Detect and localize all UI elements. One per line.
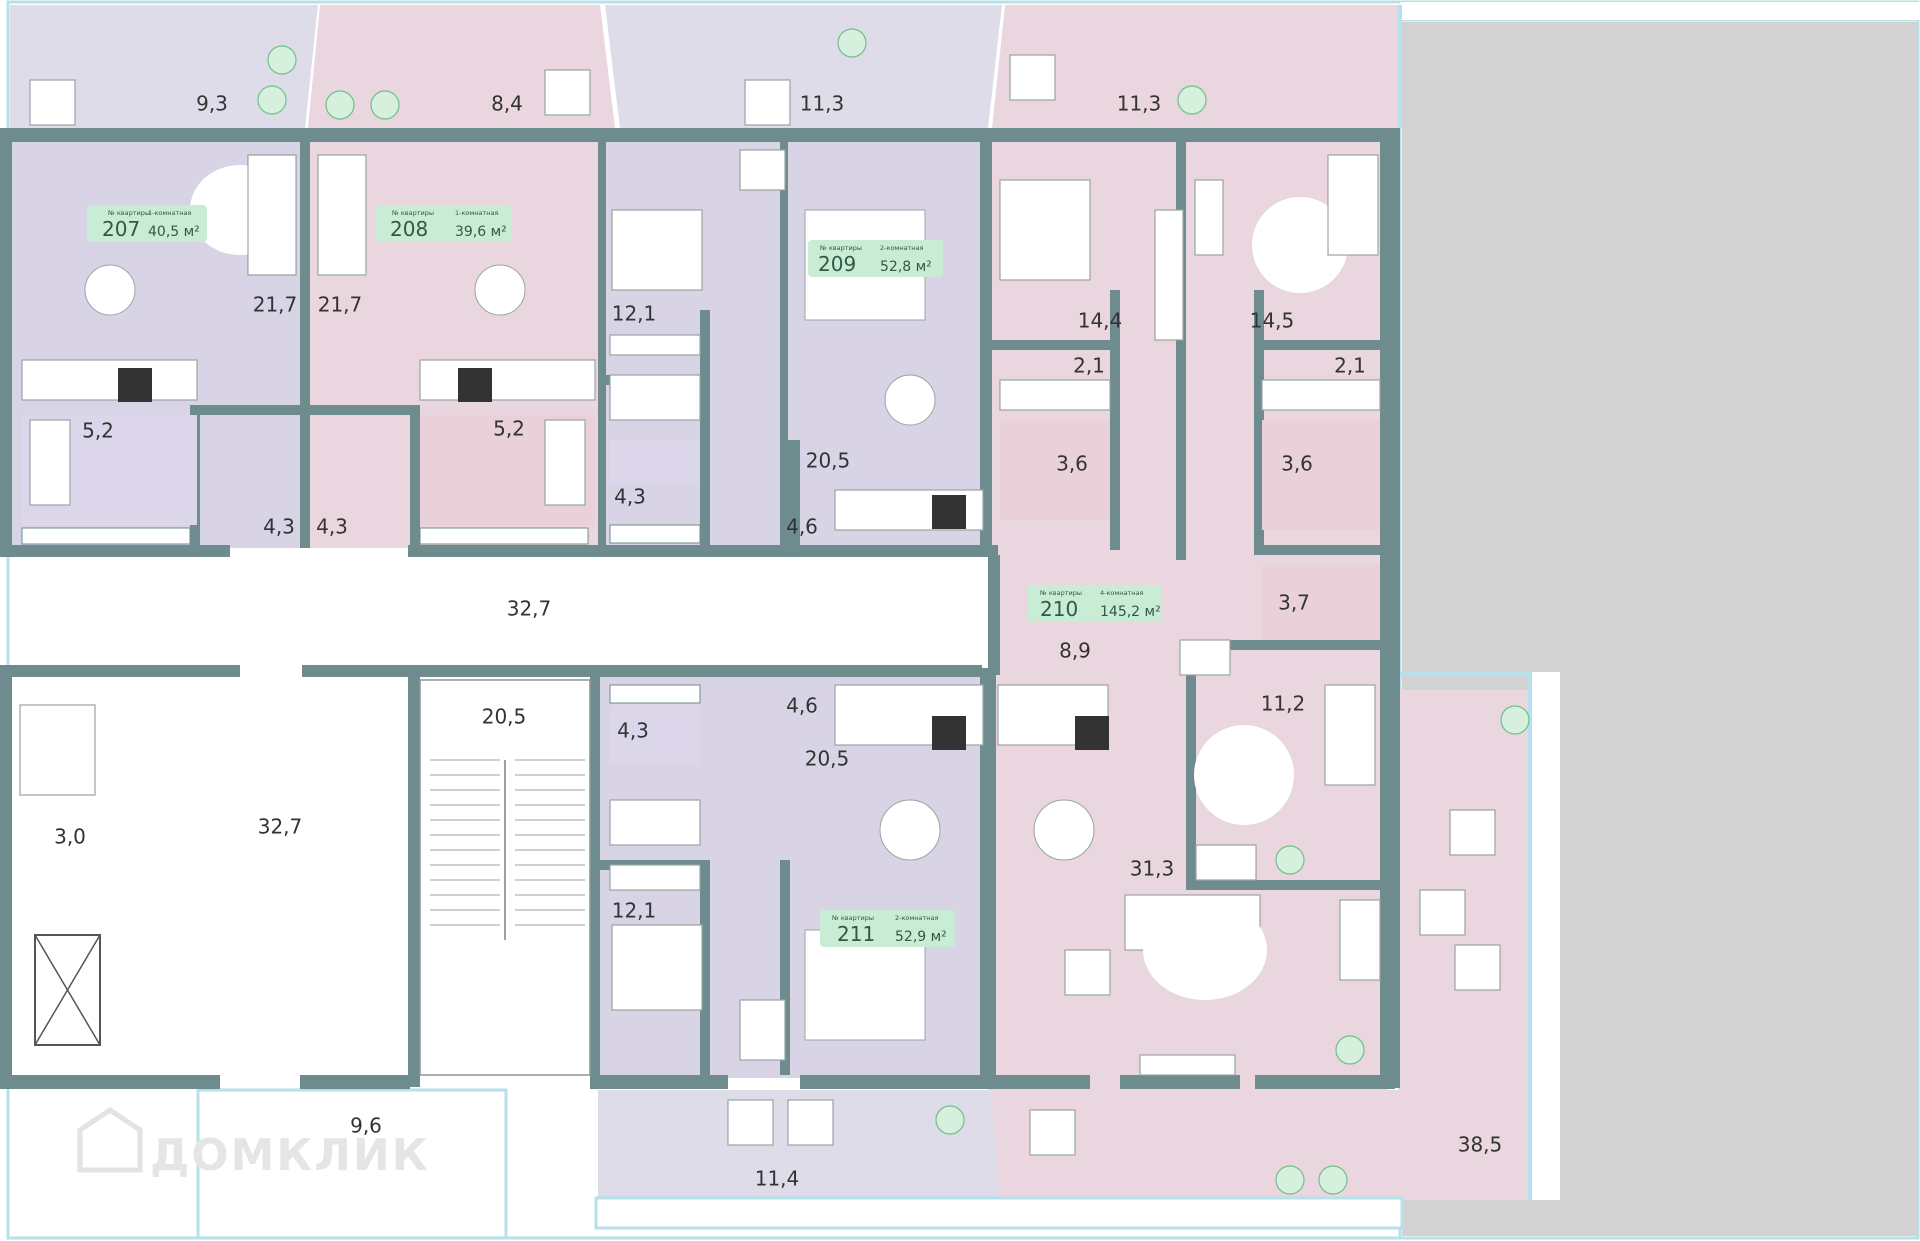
area-label: 4,3 [614, 485, 646, 509]
badge-type: 1-комнатная [455, 209, 499, 217]
apartment-badge-208[interactable]: № квартиры 1-комнатная 208 39,6 м² [376, 205, 511, 242]
area-label: 32,7 [507, 597, 552, 621]
badge-label: № квартиры [107, 209, 150, 217]
watermark: ДОМКЛИК [77, 1106, 430, 1181]
badge-area: 40,5 м² [148, 224, 200, 240]
badge-label: № квартиры [391, 209, 434, 217]
area-label: 4,3 [617, 719, 649, 743]
area-label: 4,6 [786, 515, 818, 539]
stair-shaft [419, 679, 591, 1076]
area-label: 32,7 [258, 815, 303, 839]
furniture [19, 54, 1501, 1156]
area-label: 8,4 [491, 92, 523, 116]
area-label: 2,1 [1073, 354, 1105, 378]
badge-number: 210 [1040, 597, 1078, 621]
white-band-gray [1400, 2, 1920, 20]
badge-area: 145,2 м² [1100, 604, 1161, 620]
left-balcony [196, 1088, 508, 1240]
badge-label: № квартиры [1039, 589, 1082, 597]
area-label: 3,0 [54, 825, 86, 849]
badge-area: 52,8 м² [880, 259, 932, 275]
area-label: 9,6 [350, 1114, 382, 1138]
badge-type: 1-комнатная [148, 209, 192, 217]
badge-label: № квартиры [819, 244, 862, 252]
badge-number: 208 [390, 217, 428, 241]
area-label: 4,6 [786, 694, 818, 718]
area-label: 3,6 [1281, 452, 1313, 476]
badge-type: 4-комнатная [1100, 589, 1144, 597]
area-label: 11,3 [1117, 92, 1162, 116]
apartment-badge-207[interactable]: № квартиры 1-комнатная 207 40,5 м² [87, 205, 207, 242]
elevator-icon [34, 934, 101, 1046]
area-label: 14,5 [1250, 309, 1295, 333]
area-label: 5,2 [493, 417, 525, 441]
area-label: 2,1 [1334, 354, 1366, 378]
area-label: 20,5 [806, 449, 851, 473]
area-label: 11,2 [1261, 692, 1306, 716]
walls [0, 128, 1400, 1089]
plant-icons [257, 28, 1530, 1195]
apartment-badge-211[interactable]: № квартиры 2-комнатная 211 52,9 м² [820, 910, 955, 947]
badge-number: 209 [818, 252, 856, 276]
area-label: 5,2 [82, 419, 114, 443]
badge-area: 52,9 м² [895, 929, 947, 945]
bottom-frame [594, 1196, 1404, 1230]
apartment-badge-210[interactable]: № квартиры 4-комнатная 210 145,2 м² [1027, 585, 1162, 622]
badge-area: 39,6 м² [455, 224, 507, 240]
area-label: 20,5 [482, 705, 527, 729]
area-label: 38,5 [1458, 1133, 1503, 1157]
area-label: 12,1 [612, 899, 657, 923]
badge-number: 211 [837, 922, 875, 946]
area-label: 11,4 [755, 1167, 800, 1191]
area-label: 9,3 [196, 92, 228, 116]
area-label: 8,9 [1059, 639, 1091, 663]
badge-label: № квартиры [831, 914, 874, 922]
badge-type: 2-комнатная [880, 244, 924, 252]
area-label: 4,3 [263, 515, 295, 539]
area-label: 3,6 [1056, 452, 1088, 476]
area-label: 12,1 [612, 302, 657, 326]
apartment-badge-209[interactable]: № квартиры 2-комнатная 209 52,8 м² [808, 240, 943, 277]
area-label: 21,7 [318, 293, 363, 317]
area-label: 11,3 [800, 92, 845, 116]
room-area-labels: 9,3 8,4 11,3 11,3 21,7 21,7 12,1 14,4 14… [54, 92, 1502, 1191]
area-label: 20,5 [805, 747, 850, 771]
area-label: 21,7 [253, 293, 298, 317]
gray-area-top [1402, 22, 1918, 672]
area-label: 4,3 [316, 515, 348, 539]
watermark-text: ДОМКЛИК [150, 1130, 430, 1181]
badge-number: 207 [102, 217, 140, 241]
area-label: 31,3 [1130, 857, 1175, 881]
area-label: 14,4 [1078, 309, 1123, 333]
badge-type: 2-комнатная [895, 914, 939, 922]
area-label: 3,7 [1278, 591, 1310, 615]
